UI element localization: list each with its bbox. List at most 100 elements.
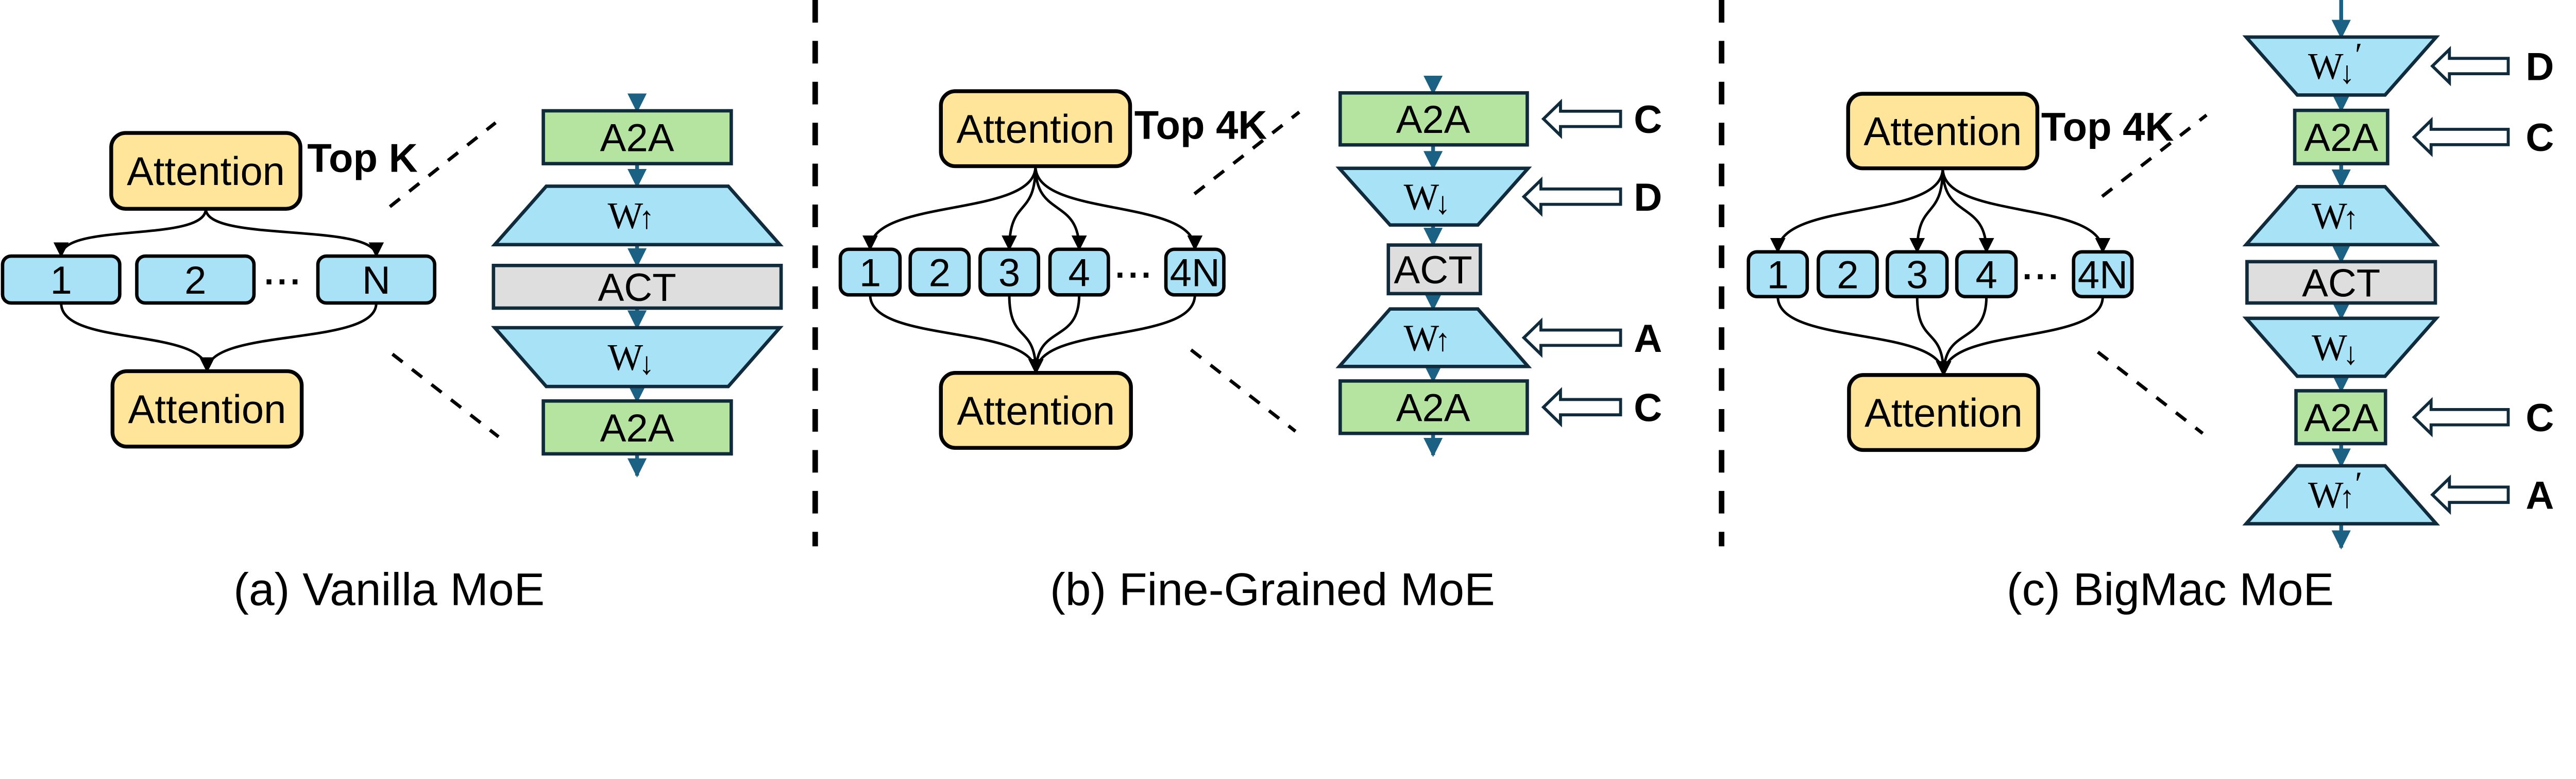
act-label: ACT <box>598 266 676 310</box>
route-in-arrow <box>1034 166 1203 251</box>
expert-4: 4 <box>1955 250 2018 298</box>
attention-block-bottom-label: Attention <box>957 389 1115 433</box>
act-block: ACT <box>2245 260 2437 305</box>
block-annotation-label: C <box>2526 396 2554 440</box>
weight-label: W↓ <box>2312 327 2359 371</box>
route-out-arrow <box>1916 296 1952 377</box>
weight-symbol: W <box>1404 176 1439 218</box>
a2a-label: A2A <box>2304 396 2378 440</box>
a2a-label: A2A <box>2304 116 2378 160</box>
expert-label: 2 <box>1837 253 1858 297</box>
block-annotation-label: C <box>1634 386 1662 430</box>
route-out-arrow <box>1028 295 1081 375</box>
a2a-label: A2A <box>1396 386 1470 430</box>
expert-label: 2 <box>184 259 206 302</box>
expert-4: 4 <box>1048 247 1110 297</box>
expert-N: N <box>316 254 436 305</box>
a2a-box <box>2294 389 2387 446</box>
route-in-arrow <box>1941 168 1994 253</box>
attention-block-top-label: Attention <box>956 107 1114 151</box>
route-in-arrow <box>862 166 1037 251</box>
weight-symbol: W <box>607 336 643 378</box>
expert-box <box>1886 250 1949 298</box>
route-out-arrow <box>60 302 215 373</box>
expert-label: N <box>362 259 391 302</box>
weight-label: W↑ <box>2312 195 2359 236</box>
weight-symbol: W <box>2308 474 2344 516</box>
w-up-block: W↑ <box>2242 184 2440 247</box>
expert-box <box>316 254 436 305</box>
a2a-box <box>1338 91 1529 147</box>
zoom-guide-line-2 <box>391 352 500 438</box>
hollow-arrow-left-icon <box>2430 475 2510 515</box>
a2a-box <box>541 399 733 456</box>
weight-label: W↓ <box>607 336 654 381</box>
expert-label: 3 <box>998 251 1020 295</box>
weight-symbol: W <box>607 195 643 236</box>
block-annotation-label: D <box>1634 176 1662 219</box>
a2a-box <box>2293 108 2389 165</box>
route-out-arrow <box>1776 296 1952 377</box>
route-out-arrow <box>1008 295 1044 375</box>
expert-label: 4 <box>1069 251 1090 295</box>
route-out-arrow <box>1936 296 2104 377</box>
attention-block-top: Attention <box>1846 92 2040 171</box>
panel-caption: (c) BigMac MoE <box>2007 564 2334 615</box>
hollow-arrow-left-icon <box>2412 116 2510 158</box>
w-up-block: W↑A <box>1335 307 1662 368</box>
panel-dividers <box>812 0 1724 547</box>
route-out-arrow <box>1936 296 1988 377</box>
block-annotation-label: A <box>2526 474 2554 518</box>
a2a-block: A2A <box>541 109 733 165</box>
attention-block-top-label: Attention <box>1863 110 2022 154</box>
expert-1: 1 <box>1 254 122 305</box>
arrow-up-icon: ↑ <box>1435 322 1451 357</box>
zoom-guide-line-2 <box>1190 348 1297 433</box>
hollow-arrow-left-icon <box>1541 98 1622 139</box>
expert-label: 2 <box>929 251 951 295</box>
hollow-arrow-left-icon <box>2430 46 2510 87</box>
a2a-block: A2A C <box>2294 389 2554 446</box>
expert-box <box>908 247 971 297</box>
attention-block-bottom-box <box>939 371 1133 450</box>
expert-box <box>1817 250 1879 298</box>
route-in-arrow <box>53 208 207 258</box>
zoom-guide-line-2 <box>2096 350 2204 435</box>
expert-box <box>1 254 122 305</box>
down-projection-trapezoid <box>2242 316 2440 378</box>
a2a-box <box>1338 379 1529 435</box>
expert-label: 4 <box>1975 253 1997 297</box>
down-projection-trapezoid <box>1335 166 1532 227</box>
a2a-label: A2A <box>600 407 674 450</box>
prime-mark: ′ <box>2355 465 2362 502</box>
act-box <box>1386 243 1482 296</box>
route-in-arrow <box>1941 168 2111 253</box>
arrow-down-icon: ↓ <box>639 346 655 381</box>
weight-label: W↑ <box>607 195 654 236</box>
a2a-label: A2A <box>1396 98 1470 142</box>
route-out-arrow <box>199 302 378 373</box>
expert-label: 3 <box>1906 253 1928 297</box>
expert-4N: 4N <box>1164 247 1226 297</box>
expert-2: 2 <box>1817 250 1879 298</box>
down-projection-trapezoid <box>490 326 784 388</box>
experts-ellipsis: ··· <box>264 263 303 301</box>
panel-caption: (a) Vanilla MoE <box>233 564 545 615</box>
expert-label: 4N <box>2078 253 2128 297</box>
w-up-block: W↑′A <box>2242 464 2554 526</box>
act-block: ACT <box>1386 243 1482 296</box>
a2a-block: A2A C <box>1338 379 1662 435</box>
a2a-label: A2A <box>600 116 674 160</box>
attention-block-bottom-label: Attention <box>1865 391 2023 435</box>
block-annotation-label: D <box>2526 45 2554 89</box>
route-in-arrow <box>1909 168 1944 253</box>
up-projection-trapezoid <box>2242 184 2440 247</box>
route-out-arrow <box>1028 295 1196 375</box>
expert-box <box>978 247 1041 297</box>
attention-block-top-label: Attention <box>127 149 285 194</box>
expert-box <box>1048 247 1110 297</box>
arrow-down-icon: ↓ <box>2343 336 2359 371</box>
